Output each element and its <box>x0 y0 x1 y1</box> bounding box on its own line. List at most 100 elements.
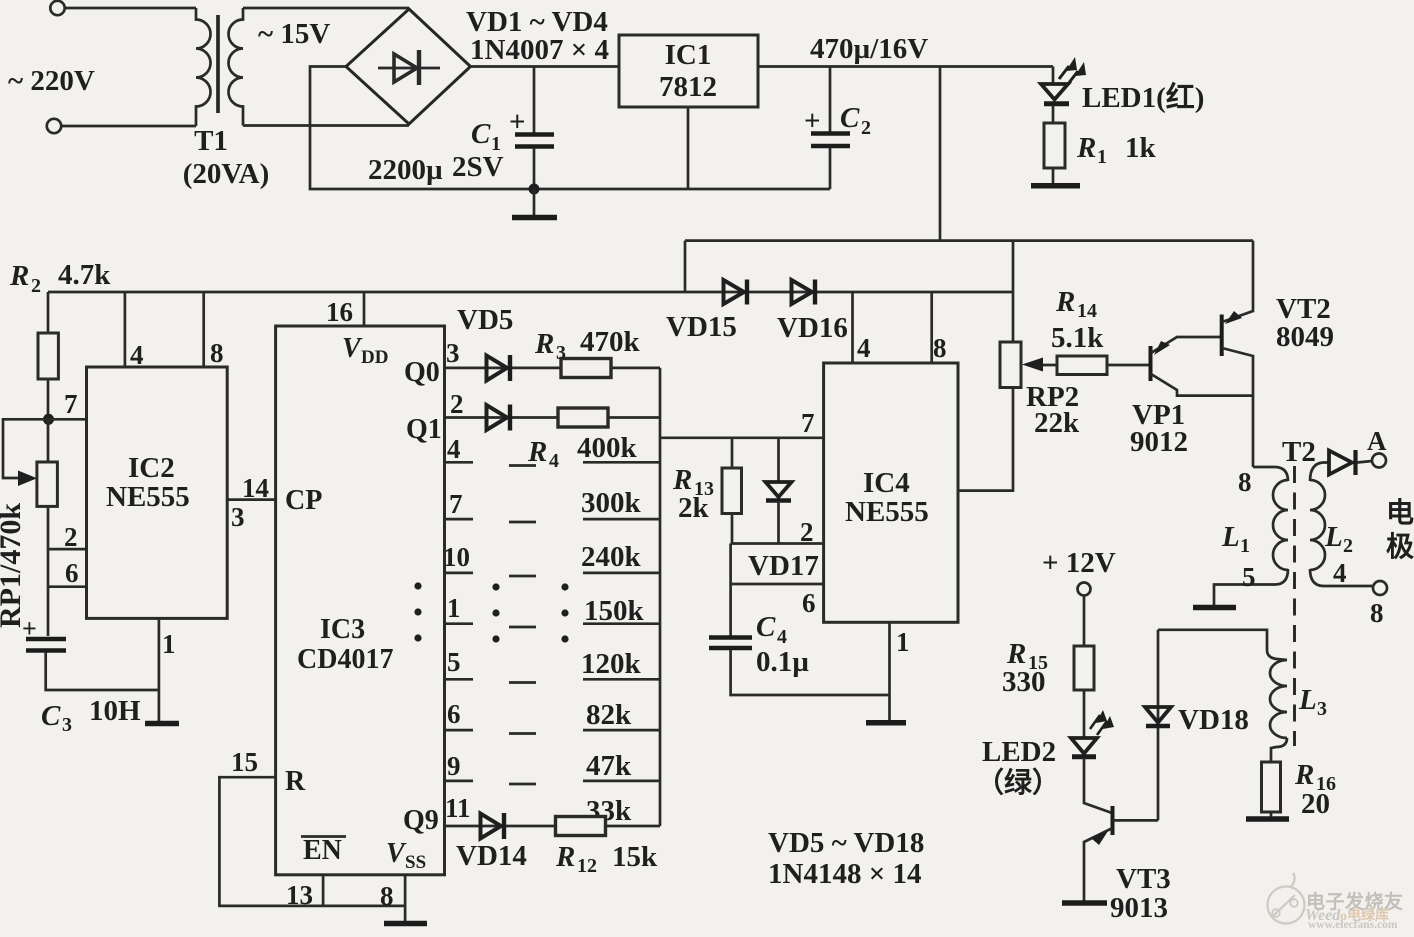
svg-text:4: 4 <box>549 450 559 472</box>
svg-text:2: 2 <box>1343 535 1353 557</box>
svg-text:+: + <box>509 106 526 138</box>
svg-text:www.elecfans.com: www.elecfans.com <box>1308 919 1398 931</box>
svg-text:R: R <box>1076 132 1096 164</box>
svg-text:VP1: VP1 <box>1132 399 1185 431</box>
svg-text:+ 12V: + 12V <box>1042 547 1116 579</box>
svg-text:10: 10 <box>443 542 470 572</box>
svg-text:1N4148 × 14: 1N4148 × 14 <box>768 858 921 890</box>
svg-text:2: 2 <box>64 522 78 552</box>
svg-text:VD15: VD15 <box>666 311 737 343</box>
svg-text:DD: DD <box>361 347 388 368</box>
svg-text:IC1: IC1 <box>665 39 712 71</box>
svg-text:V: V <box>342 333 363 364</box>
svg-text:RP2: RP2 <box>1026 381 1079 413</box>
svg-text:R: R <box>9 260 29 292</box>
svg-text:T2: T2 <box>1282 436 1316 468</box>
svg-text:VD1 ~ VD4: VD1 ~ VD4 <box>466 6 608 38</box>
svg-text:6: 6 <box>447 699 461 729</box>
svg-text:5: 5 <box>1242 562 1256 592</box>
svg-text:L: L <box>1221 521 1240 553</box>
svg-text:LED1(红): LED1(红) <box>1082 81 1204 114</box>
svg-text:C: C <box>41 700 61 732</box>
svg-text:电子发烧友: 电子发烧友 <box>1306 890 1404 913</box>
svg-text:6: 6 <box>65 558 79 588</box>
svg-text:R: R <box>1294 759 1314 791</box>
svg-text:9: 9 <box>447 751 461 781</box>
svg-text:R: R <box>534 328 554 360</box>
svg-text:9012: 9012 <box>1130 426 1188 458</box>
svg-text:3: 3 <box>1317 698 1327 720</box>
svg-text:4: 4 <box>447 434 461 464</box>
svg-text:3: 3 <box>62 714 72 736</box>
svg-text:0.1µ: 0.1µ <box>756 646 809 678</box>
svg-text:14: 14 <box>1077 300 1097 322</box>
svg-text:8: 8 <box>380 881 394 911</box>
svg-text:11: 11 <box>445 793 471 823</box>
svg-text:C: C <box>756 611 776 643</box>
svg-text:16: 16 <box>1316 773 1336 795</box>
svg-text:13: 13 <box>286 880 313 910</box>
svg-text:LED2: LED2 <box>982 736 1056 768</box>
svg-text:15k: 15k <box>612 841 658 873</box>
svg-text:2: 2 <box>800 517 814 547</box>
svg-text:R: R <box>1055 286 1075 318</box>
svg-text:IC4: IC4 <box>863 467 910 499</box>
svg-text:4.7k: 4.7k <box>58 259 111 291</box>
svg-text:CP: CP <box>285 485 322 516</box>
svg-text:L: L <box>1298 684 1317 716</box>
svg-text:15: 15 <box>1028 652 1048 674</box>
svg-text:5.1k: 5.1k <box>1051 322 1104 354</box>
svg-text:Q9: Q9 <box>403 805 439 836</box>
svg-text:1: 1 <box>491 133 501 155</box>
svg-text:7812: 7812 <box>659 71 717 103</box>
svg-text:300k: 300k <box>581 487 642 519</box>
svg-text:R: R <box>672 464 692 496</box>
svg-text:1: 1 <box>896 627 910 657</box>
svg-text:CD4017: CD4017 <box>297 644 393 675</box>
svg-text:VD18: VD18 <box>1178 704 1249 736</box>
svg-text:+: + <box>22 614 37 643</box>
svg-text:240k: 240k <box>581 541 642 573</box>
svg-text:R: R <box>285 766 306 797</box>
svg-text:4: 4 <box>1333 558 1347 588</box>
svg-text:R: R <box>527 436 547 468</box>
svg-text:1: 1 <box>1097 146 1107 168</box>
svg-text:1: 1 <box>1240 535 1250 557</box>
svg-text:7: 7 <box>801 408 815 438</box>
svg-text:VT3: VT3 <box>1116 863 1171 895</box>
svg-text:22k: 22k <box>1034 407 1080 439</box>
svg-text:4: 4 <box>857 333 871 363</box>
svg-text:1: 1 <box>447 593 461 623</box>
svg-text:2SV: 2SV <box>452 151 504 183</box>
svg-text:~ 15V: ~ 15V <box>258 18 330 50</box>
svg-text:14: 14 <box>242 473 269 503</box>
svg-text:6: 6 <box>802 588 816 618</box>
svg-text:VD16: VD16 <box>777 312 848 344</box>
svg-text:470µ/16V: 470µ/16V <box>810 33 928 65</box>
svg-text:12: 12 <box>577 855 597 877</box>
svg-text:T1: T1 <box>194 125 228 157</box>
svg-text:VD5 ~ VD18: VD5 ~ VD18 <box>768 827 924 859</box>
svg-text:8: 8 <box>933 333 947 363</box>
svg-text:1N4007 × 4: 1N4007 × 4 <box>470 34 609 66</box>
svg-text:10H: 10H <box>89 695 141 727</box>
svg-text:47k: 47k <box>586 750 632 782</box>
svg-text:3: 3 <box>556 342 566 364</box>
svg-text:3: 3 <box>446 338 460 368</box>
svg-text:C: C <box>840 102 860 134</box>
svg-text:Weed: Weed <box>1305 907 1341 924</box>
svg-text:120k: 120k <box>581 648 642 680</box>
svg-text:VD5: VD5 <box>457 304 513 336</box>
svg-text:3: 3 <box>231 502 245 532</box>
svg-text:7: 7 <box>449 489 463 519</box>
svg-text:R: R <box>555 841 575 873</box>
svg-text:2200µ: 2200µ <box>368 154 443 186</box>
svg-text:2: 2 <box>31 275 41 297</box>
svg-text:NE555: NE555 <box>106 481 190 513</box>
svg-text:R: R <box>1006 638 1026 670</box>
svg-text:IC2: IC2 <box>128 452 175 484</box>
svg-text:EN: EN <box>303 835 342 866</box>
svg-text:1: 1 <box>162 629 176 659</box>
svg-text:5: 5 <box>447 647 461 677</box>
svg-text:330: 330 <box>1002 666 1046 698</box>
